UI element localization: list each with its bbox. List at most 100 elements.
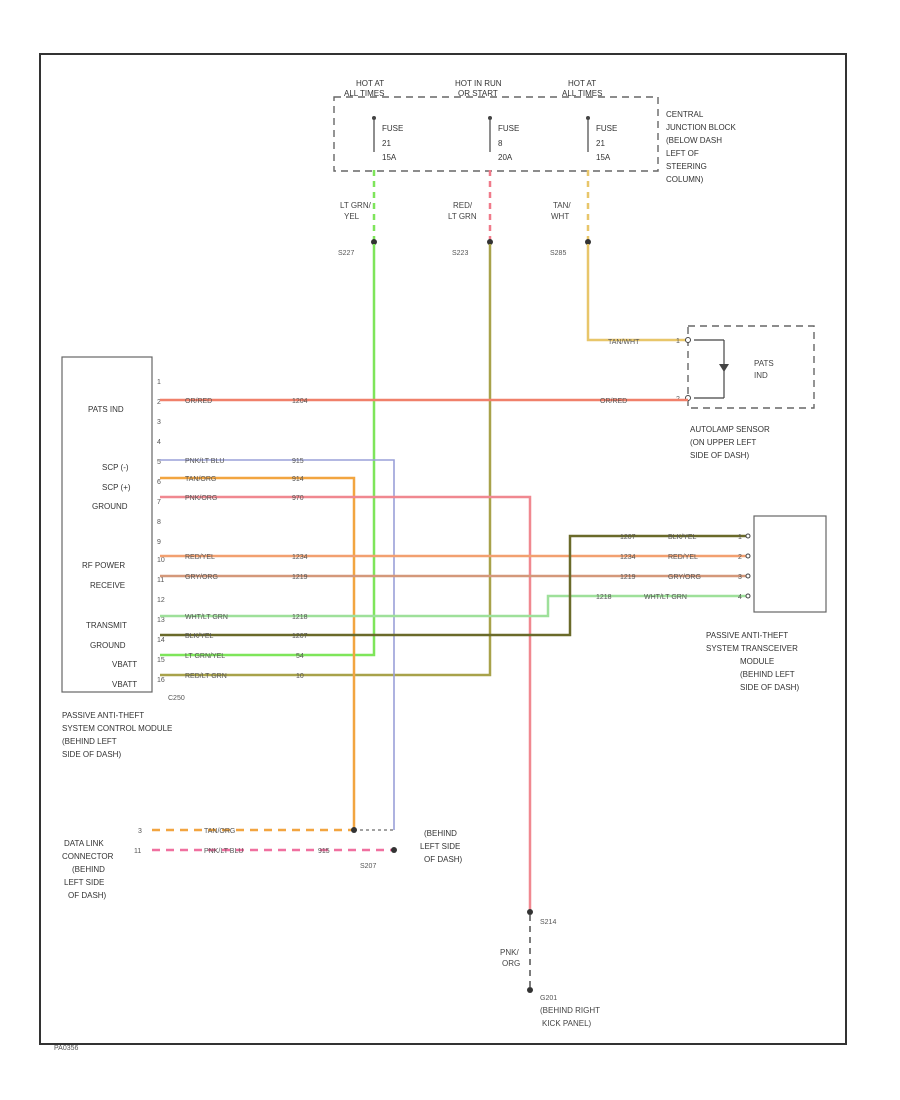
fuse-1-label: FUSE — [382, 124, 403, 133]
diagram-id: PA0356 — [54, 1045, 78, 1052]
svg-text:PATS IND: PATS IND — [88, 405, 124, 414]
control-module-box — [61, 356, 153, 693]
svg-text:PASSIVE ANTI-THEFT: PASSIVE ANTI-THEFT — [62, 711, 144, 720]
feed-wire-1-color-b: YEL — [344, 212, 360, 221]
svg-text:LT GRN/YEL: LT GRN/YEL — [185, 653, 225, 660]
svg-text:GRY/ORG: GRY/ORG — [668, 574, 701, 581]
pats-ind-diode-icon — [719, 364, 729, 372]
feed-wire-3-color-a: TAN/ — [553, 201, 571, 210]
svg-text:BLK/YEL: BLK/YEL — [185, 633, 214, 640]
splice-s285-label: S285 — [550, 250, 566, 257]
splice-s207-dot-1 — [351, 827, 357, 833]
ground-wire-color-b: ORG — [502, 959, 520, 968]
circuit-labels: OR/RED 1204 OR/RED PNK/LT BLU 915 TAN/OR… — [185, 398, 701, 680]
splice-s227-label: S227 — [338, 250, 354, 257]
control-module-connector: C250 — [168, 695, 185, 702]
control-module-label: PASSIVE ANTI-THEFT SYSTEM CONTROL MODULE… — [62, 711, 172, 759]
svg-text:RF POWER: RF POWER — [82, 561, 125, 570]
dlc-wire2-code: 915 — [318, 848, 330, 855]
svg-text:1219: 1219 — [292, 574, 308, 581]
autolamp-pin-1 — [685, 337, 691, 343]
svg-text:OR/RED: OR/RED — [185, 398, 212, 405]
splice-s214-dot — [527, 909, 533, 915]
svg-text:PNK/LT BLU: PNK/LT BLU — [185, 458, 224, 465]
svg-text:SIDE OF DASH): SIDE OF DASH) — [740, 683, 799, 692]
feed-wire-2-color-b: LT GRN — [448, 212, 477, 221]
svg-text:1219: 1219 — [620, 574, 636, 581]
svg-text:VBATT: VBATT — [112, 680, 137, 689]
svg-text:TAN/ORG: TAN/ORG — [185, 476, 216, 483]
svg-text:PNK/ORG: PNK/ORG — [185, 495, 217, 502]
transceiver-label: PASSIVE ANTI-THEFT SYSTEM TRANSCEIVER MO… — [706, 631, 799, 692]
splice-s207-label: S207 — [360, 863, 376, 870]
fuse-1-terminal — [372, 116, 376, 120]
svg-text:970: 970 — [292, 495, 304, 502]
splice-s214-label: S214 — [540, 919, 556, 926]
fuse-feed-3: HOT AT ALL TIMES FUSE 21 15A — [562, 79, 617, 162]
ground-g201-label: G201 — [540, 995, 557, 1002]
fuse-3-amp: 15A — [596, 153, 611, 162]
feed-1-line2: ALL TIMES — [344, 89, 384, 98]
svg-text:GRY/ORG: GRY/ORG — [185, 574, 218, 581]
dlc-label: DATA LINK CONNECTOR (BEHIND LEFT SIDE OF… — [62, 839, 114, 900]
svg-text:SCP (+): SCP (+) — [102, 483, 131, 492]
wire-red-lt-grn-vbatt — [160, 244, 492, 677]
svg-text:WHT/LT GRN: WHT/LT GRN — [644, 594, 687, 601]
feed-wire-2-color-a: RED/ — [453, 201, 473, 210]
svg-text:914: 914 — [292, 476, 304, 483]
svg-text:1234: 1234 — [620, 554, 636, 561]
svg-text:SIDE OF DASH): SIDE OF DASH) — [62, 750, 121, 759]
svg-text:STEERING: STEERING — [666, 162, 707, 171]
feed-2-line1: HOT IN RUN — [455, 79, 502, 88]
wire-blk-yel-1207 — [160, 534, 748, 637]
svg-text:RED/YEL: RED/YEL — [185, 554, 215, 561]
svg-text:(ON UPPER LEFT: (ON UPPER LEFT — [690, 438, 756, 447]
wire-pnk-org-970 — [160, 495, 532, 910]
svg-text:CENTRAL: CENTRAL — [666, 110, 704, 119]
svg-text:(BEHIND: (BEHIND — [72, 865, 105, 874]
svg-text:1207: 1207 — [292, 633, 308, 640]
svg-text:JUNCTION BLOCK: JUNCTION BLOCK — [666, 123, 736, 132]
ground-wire-color-a: PNK/ — [500, 948, 519, 957]
svg-text:LEFT OF: LEFT OF — [666, 149, 699, 158]
svg-text:TRANSMIT: TRANSMIT — [86, 621, 127, 630]
wire-lt-grn-yel-vbatt — [160, 244, 376, 657]
fuse-feed-1: HOT AT ALL TIMES FUSE 21 15A — [344, 79, 403, 162]
svg-text:14: 14 — [157, 637, 165, 644]
svg-text:15: 15 — [157, 657, 165, 664]
svg-text:GROUND: GROUND — [92, 502, 128, 511]
svg-text:WHT/LT GRN: WHT/LT GRN — [185, 614, 228, 621]
fuse-2-num: 8 — [498, 139, 503, 148]
svg-text:9: 9 — [157, 539, 161, 546]
svg-text:1218: 1218 — [596, 594, 612, 601]
control-module-pin-numbers: 1 2 3 4 5 6 7 8 9 10 11 12 13 14 15 16 — [157, 379, 165, 684]
fuse-2-amp: 20A — [498, 153, 513, 162]
svg-text:(BEHIND LEFT: (BEHIND LEFT — [62, 737, 117, 746]
svg-text:3: 3 — [738, 574, 742, 581]
svg-text:(BELOW DASH: (BELOW DASH — [666, 136, 722, 145]
svg-text:SCP (-): SCP (-) — [102, 463, 129, 472]
ground-location-2: KICK PANEL) — [542, 1019, 592, 1028]
svg-text:4: 4 — [738, 594, 742, 601]
svg-text:2: 2 — [738, 554, 742, 561]
svg-text:1207: 1207 — [620, 534, 636, 541]
svg-text:OF DASH): OF DASH) — [424, 855, 463, 864]
svg-text:RED/YEL: RED/YEL — [668, 554, 698, 561]
splice-s227-dot — [371, 239, 377, 245]
svg-text:1: 1 — [676, 338, 680, 345]
svg-text:6: 6 — [157, 479, 161, 486]
svg-text:1234: 1234 — [292, 554, 308, 561]
splice-s223-label: S223 — [452, 250, 468, 257]
svg-text:10: 10 — [157, 557, 165, 564]
svg-text:RED/LT GRN: RED/LT GRN — [185, 673, 227, 680]
feed-3-line1: HOT AT — [568, 79, 596, 88]
svg-text:OF DASH): OF DASH) — [68, 891, 107, 900]
wire-pnk-lt-blu-915 — [160, 459, 395, 830]
dlc-pin-3: 3 — [138, 828, 142, 835]
svg-text:PASSIVE ANTI-THEFT: PASSIVE ANTI-THEFT — [706, 631, 788, 640]
junction-block-label: CENTRAL JUNCTION BLOCK (BELOW DASH LEFT … — [666, 110, 736, 184]
svg-text:VBATT: VBATT — [112, 660, 137, 669]
wire-tan-wht-autolamp — [586, 244, 688, 342]
feed-wire-3-color-b: WHT — [551, 212, 569, 221]
fuse-3-terminal — [586, 116, 590, 120]
